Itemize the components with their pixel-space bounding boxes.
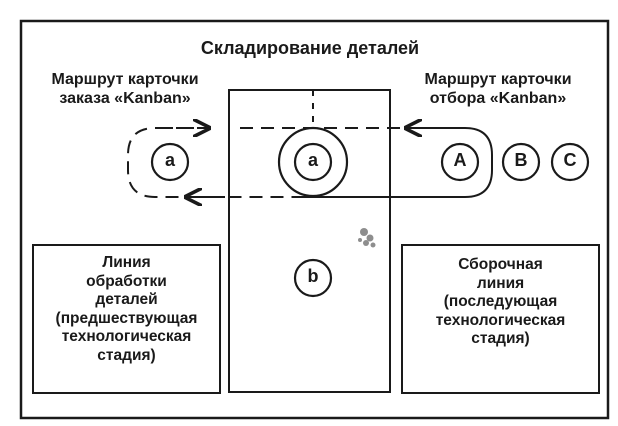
assembly-line-label: Сборочная линия (последующая технологиче… bbox=[402, 256, 599, 349]
processing-line-text: (предшествующая bbox=[55, 309, 198, 327]
assembly-line-text: стадия) bbox=[471, 330, 530, 348]
assembly-line-text: линия bbox=[476, 274, 525, 292]
pick-card-c-label: C bbox=[563, 150, 577, 170]
pick-kanban-loop bbox=[300, 127, 493, 198]
processing-line-text: деталей bbox=[95, 291, 158, 309]
warehouse-column bbox=[228, 89, 391, 393]
assembly-line-text: технологическая bbox=[435, 311, 566, 329]
processing-line-text: стадия) bbox=[97, 346, 156, 364]
processing-line-text: Линия bbox=[102, 254, 151, 271]
order-card-left-circle bbox=[150, 142, 190, 182]
buffer-item-label: b bbox=[307, 266, 319, 286]
outer-frame bbox=[19, 19, 610, 420]
order-route-label: Маршрут карточки заказа «Kanban» bbox=[20, 70, 230, 108]
buffer-item-circle bbox=[293, 258, 333, 298]
order-kanban-loop bbox=[127, 127, 300, 198]
pick-route-label-line: отбора «Kanban» bbox=[429, 90, 567, 108]
order-card-center-label: a bbox=[307, 150, 318, 170]
order-card-center-circle bbox=[293, 142, 333, 182]
order-card-center-outer-ring bbox=[277, 126, 349, 198]
pick-card-b-label: B bbox=[514, 150, 528, 170]
pick-card-b-circle bbox=[501, 142, 541, 182]
assembly-line-text: Сборочная bbox=[458, 256, 543, 273]
processing-line-text: обработки bbox=[86, 272, 167, 290]
processing-line-label: Линия обработки деталей (предшествующая … bbox=[33, 254, 220, 366]
order-route-label-line: Маршрут карточки bbox=[51, 71, 199, 88]
order-route-label-line: заказа «Kanban» bbox=[59, 90, 191, 108]
order-card-left-label: a bbox=[164, 150, 175, 170]
pick-card-c-circle bbox=[550, 142, 590, 182]
pick-route-label: Маршрут карточки отбора «Kanban» bbox=[398, 70, 598, 108]
processing-line-box bbox=[32, 244, 221, 394]
processing-line-text: технологическая bbox=[61, 328, 192, 346]
diagram-title: Складирование деталей bbox=[200, 38, 420, 58]
scan-smudge bbox=[358, 228, 376, 248]
pick-card-a-label: A bbox=[453, 150, 467, 170]
pick-card-a-circle bbox=[440, 142, 480, 182]
assembly-line-box bbox=[401, 244, 600, 394]
assembly-line-text: (последующая bbox=[443, 293, 558, 311]
pick-route-label-line: Маршрут карточки bbox=[424, 71, 572, 88]
